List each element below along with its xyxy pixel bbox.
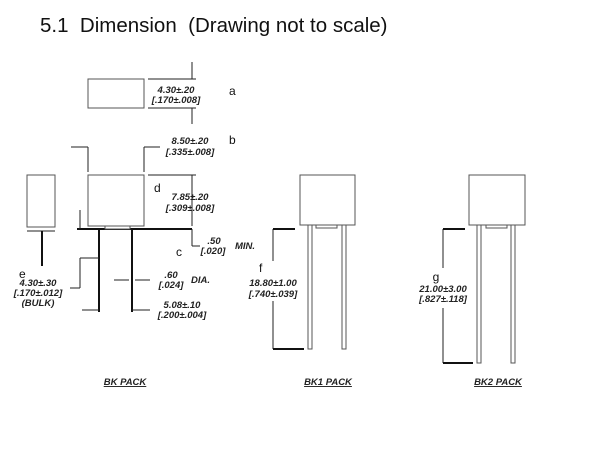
dim-dia-mm: .60: [164, 270, 178, 281]
dim-d-inch: [.309±.008]: [165, 203, 215, 214]
width-dimension: [71, 146, 160, 172]
dim-c-inch: [.020]: [200, 246, 227, 257]
dim-b-label: b: [229, 133, 236, 147]
bk1-pack-label: BK1 PACK: [304, 377, 353, 388]
dim-g-mm: 21.00±3.00: [418, 284, 467, 295]
dim-c-mm: .50: [207, 236, 221, 247]
bk1-view: [272, 174, 356, 350]
dim-e-inch: [.170±.012]: [13, 288, 63, 299]
bk2-view: [442, 174, 526, 364]
dim-b-mm: 8.50±.20: [172, 136, 210, 147]
dim-e-label: e: [19, 267, 26, 281]
dim-g-inch: [.827±.118]: [418, 294, 468, 305]
dim-g-label: g: [433, 270, 440, 284]
dim-e-mm: 4.30±.30: [19, 278, 58, 289]
dim-d-mm: 7.85±.20: [172, 192, 210, 203]
side-view: [26, 174, 56, 266]
dim-dia-note: DIA.: [191, 275, 210, 286]
dim-pitch-inch: [.200±.004]: [157, 310, 207, 321]
bk-pack-label: BK PACK: [104, 377, 148, 388]
section-title: 5.1 Dimension (Drawing not to scale): [40, 14, 388, 37]
front-view: [70, 174, 200, 312]
dim-a-inch: [.170±.008]: [151, 95, 201, 106]
dim-e-note: (BULK): [22, 298, 55, 309]
bk2-pack-label: BK2 PACK: [474, 377, 523, 388]
dim-pitch-mm: 5.08±.10: [164, 300, 202, 311]
dim-b-inch: [.335±.008]: [165, 147, 215, 158]
dim-c-label: c: [176, 245, 182, 259]
dim-f-inch: [.740±.039]: [248, 289, 298, 300]
dim-c-note: MIN.: [235, 241, 255, 252]
dim-a-mm: 4.30±.20: [157, 85, 196, 96]
dim-f-mm: 18.80±1.00: [249, 278, 297, 289]
top-view: [87, 62, 196, 124]
dim-d-label: d: [154, 181, 161, 195]
dim-a-label: a: [229, 84, 236, 98]
dim-f-label: f: [259, 261, 263, 275]
dim-dia-inch: [.024]: [158, 280, 185, 291]
